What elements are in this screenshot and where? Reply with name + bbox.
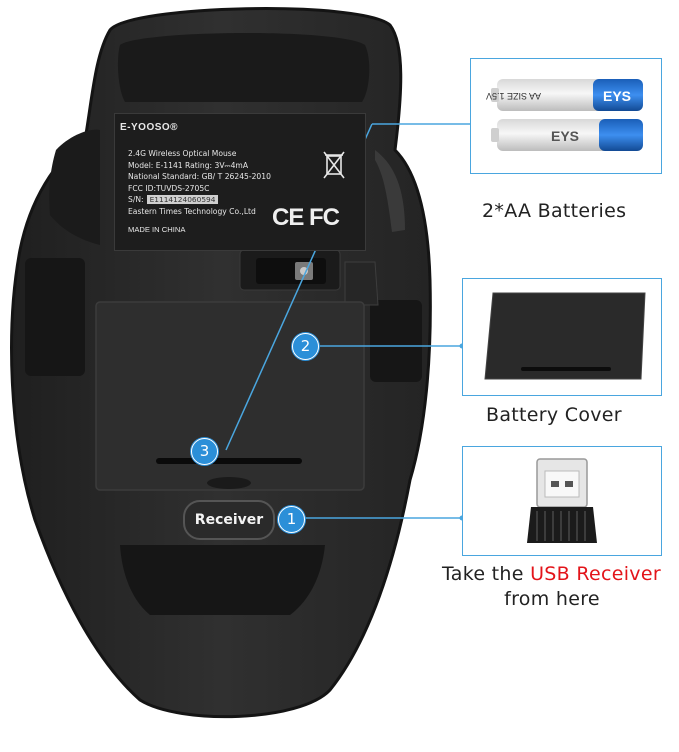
label-manufacturer: Eastern Times Technology Co.,Ltd xyxy=(128,206,256,216)
highlight-usb-receiver: USB Receiver xyxy=(530,563,661,585)
battery-cover-frame xyxy=(462,278,662,396)
receiver-slot: Receiver xyxy=(183,500,275,540)
caption-from-here: from here xyxy=(504,588,600,610)
label-line: 2.4G Wireless Optical Mouse xyxy=(128,149,237,158)
usb-receiver-illustration xyxy=(527,458,597,543)
label-brand: E-YOOSO® xyxy=(120,122,179,133)
label-made-in: MADE IN CHINA xyxy=(128,225,186,234)
aa-batteries-illustration: AA SIZE 1.5V EYS EYS xyxy=(486,79,643,151)
certification-marks: CE FC xyxy=(272,204,340,231)
caption-batteries: 2*AA Batteries xyxy=(482,200,627,222)
battery-cover-illustration xyxy=(484,292,646,380)
battery-bottom: EYS xyxy=(491,119,643,151)
callout-badge-3: 3 xyxy=(191,438,218,465)
svg-text:EYS: EYS xyxy=(551,128,579,144)
label-serial: S/N:E1114124060594 xyxy=(128,194,271,206)
weee-bin-icon xyxy=(323,151,345,179)
usb-receiver-frame xyxy=(462,446,662,556)
label-spec-lines: 2.4G Wireless Optical Mouse Model: E-114… xyxy=(128,148,271,218)
label-line: FCC ID:TUVDS-2705C xyxy=(128,183,210,193)
svg-text:AA SIZE 1.5V: AA SIZE 1.5V xyxy=(486,91,541,101)
label-line: National Standard: GB/ T 26245-2010 xyxy=(128,172,271,182)
callout-badge-2: 2 xyxy=(292,333,319,360)
batteries-frame: AA SIZE 1.5V EYS EYS xyxy=(470,58,662,174)
caption-usb-receiver: Take the USB Receiver xyxy=(442,563,661,585)
caption-battery-cover: Battery Cover xyxy=(486,404,622,426)
battery-top: AA SIZE 1.5V EYS xyxy=(486,79,643,111)
product-label-sticker xyxy=(114,113,366,251)
svg-text:EYS: EYS xyxy=(603,88,631,104)
callout-badge-1: 1 xyxy=(278,506,305,533)
label-line: Model: E-1141 Rating: 3V⎓4mA xyxy=(128,160,249,170)
